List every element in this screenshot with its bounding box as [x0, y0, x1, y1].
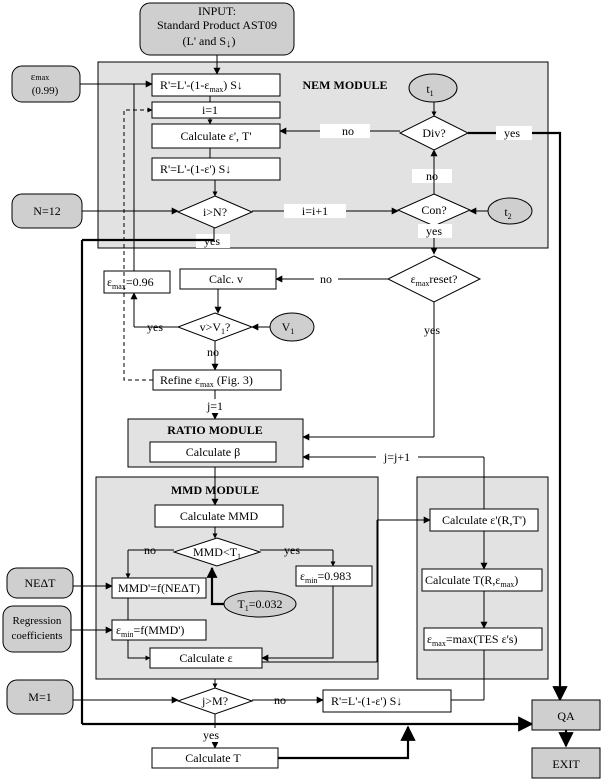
emax-input-line1: εmax	[31, 71, 49, 83]
t1-value-arrow	[206, 566, 224, 606]
j-inc-bg	[376, 450, 418, 464]
t1-value-label: T1=0.032	[237, 597, 282, 613]
div-no-text: no	[342, 124, 354, 138]
reset-no-bg	[314, 272, 338, 286]
emin-983-label: εmin=0.983	[300, 569, 351, 585]
calc-eps-t-box	[151, 123, 281, 149]
emax-reset-label: εmaxreset?	[411, 272, 458, 288]
i-inc-bg	[284, 204, 346, 218]
j-inc-label: j=j+1	[383, 450, 410, 464]
mmd-title: MMD MODULE	[171, 483, 259, 497]
calc-v-label: Calc. v	[209, 272, 243, 286]
r-eps-box	[151, 157, 281, 181]
qa-label: QA	[557, 709, 575, 723]
exit-box	[531, 747, 601, 779]
i-gt-n-label: i>N?	[203, 205, 227, 219]
reset-no-label: no	[320, 272, 332, 286]
input-line3: (L' and S↓)	[183, 34, 236, 50]
emax-096-label: εmax=0.96	[107, 275, 154, 291]
emin-f-label: εmin=f(MMD')	[116, 623, 184, 639]
t1-input-label: t1	[426, 82, 433, 98]
calc-eps-rt-label: Calculate ε'(R,T')	[442, 513, 526, 527]
mmd-yes-label: yes	[284, 543, 300, 557]
m-input	[6, 679, 74, 715]
emax-max-label: εmax=max(TES ε's)	[427, 632, 517, 648]
r-eps-label-2: R'=L'-(1-ε') S↓	[331, 694, 402, 708]
con-yes-label: yes	[426, 224, 442, 238]
vgt-no-label: no	[207, 345, 219, 359]
div-yes-label: yes	[504, 126, 520, 140]
nedt-input-label: NEΔT	[24, 576, 56, 590]
div-no-bg	[320, 124, 370, 138]
no-label-bg	[412, 169, 452, 183]
i-inc-label: i=i+1	[302, 204, 328, 218]
calc-v-box	[179, 268, 277, 290]
i-gt-n-decision	[176, 195, 254, 229]
input-line2: Standard Product AST09	[157, 18, 277, 32]
calc-t-label: Calculate T	[185, 751, 241, 765]
div-yes-bg	[496, 126, 532, 140]
eminf-to-calc	[127, 640, 151, 661]
jgtm-no-label: no	[274, 693, 286, 707]
refine-dashed-loop	[123, 107, 153, 381]
reset-yes-label: yes	[424, 323, 440, 337]
regression-line1: Regression	[13, 615, 62, 627]
input-line1: INPUT:	[198, 4, 236, 18]
con-yes-bg	[418, 224, 452, 238]
r-emax-label: R'=L'-(1-εmax) S↓	[160, 78, 243, 94]
regression-line2: coefficients	[11, 630, 62, 642]
v-gt-v1-label: v>V1?	[200, 320, 231, 336]
div-no-label: no	[426, 169, 438, 183]
emax-input-line2: (0.99)	[32, 85, 59, 97]
mmd-lt-t1-decision	[172, 537, 262, 567]
nedt-input	[6, 567, 74, 599]
calc-eps-box	[149, 647, 263, 669]
refine-emax-label: Refine εmax (Fig. 3)	[160, 373, 253, 389]
calc-eps-label: Calculate ε	[179, 651, 232, 665]
calc-t-remax-box	[421, 568, 543, 592]
jgtm-yes-bg	[199, 728, 231, 742]
calc-beta-box	[149, 441, 277, 463]
t2-input-label: t2	[504, 205, 511, 221]
calc-t-remax-label: Calculate T(R,εmax)	[425, 573, 518, 589]
m-input-label: M=1	[28, 690, 51, 704]
jgtm-yes-label: yes	[203, 728, 219, 742]
mmd-f-label: MMD'=f(NEΔT)	[118, 581, 200, 595]
nem-title: NEM MODULE	[303, 78, 388, 92]
mmd-lt-t1-label: MMD<T1	[193, 545, 241, 561]
r-eps-label: R'=L'-(1-ε') S↓	[160, 162, 231, 176]
r-eps-box-2	[322, 689, 452, 713]
emin-983-to-calc	[261, 586, 334, 662]
vgt-yes-label: yes	[147, 320, 163, 334]
calc-mmd-box	[154, 504, 284, 528]
div-label: Div?	[422, 126, 445, 140]
j1-bg	[201, 399, 229, 413]
emin-983-box	[295, 565, 373, 587]
i-init-label: i=1	[202, 103, 218, 117]
regression-input	[2, 605, 72, 653]
con-label: Con?	[421, 203, 446, 217]
calc-beta-label: Calculate β	[186, 445, 240, 459]
n-input-label: N=12	[33, 204, 60, 218]
calc-t-to-qa-line	[278, 725, 416, 760]
calc-eps-t-label: Calculate ε', T'	[180, 129, 251, 143]
j-gt-m-label: j>M?	[201, 694, 228, 708]
j1-label: j=1	[206, 399, 223, 413]
mmd-no-label: no	[144, 543, 156, 557]
exit-label: EXIT	[552, 757, 580, 771]
calc-mmd-label: Calculate MMD	[180, 509, 259, 523]
ratio-title: RATIO MODULE	[167, 423, 262, 437]
emax-max-box	[423, 627, 543, 651]
v1-input-label: V1	[282, 320, 295, 336]
t1-input	[408, 73, 458, 103]
